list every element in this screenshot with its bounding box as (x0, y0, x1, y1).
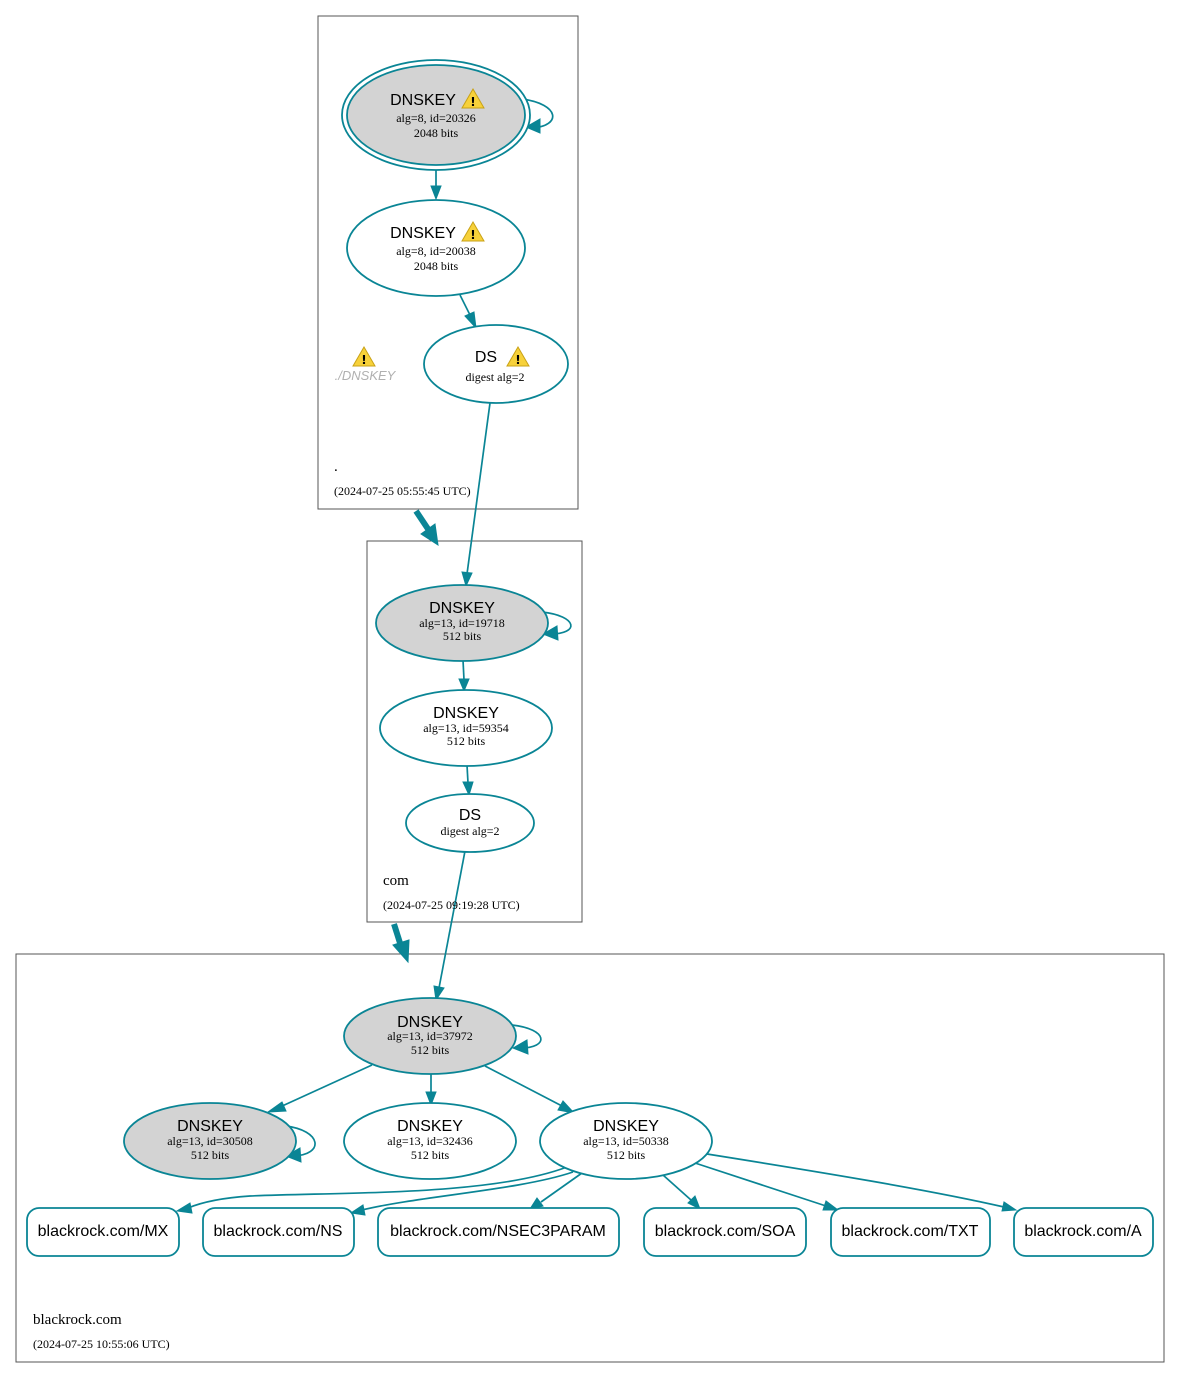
com-dnskey-ksk-node[interactable]: DNSKEY alg=13, id=19718 512 bits (375, 584, 549, 662)
node-title: DNSKEY (433, 705, 499, 722)
node-bits: 512 bits (411, 1043, 450, 1057)
node-alg: alg=13, id=32436 (387, 1134, 473, 1148)
node-bits: 512 bits (447, 734, 486, 748)
edge-com-ksk-self (541, 611, 572, 641)
node-alg: alg=13, id=37972 (387, 1029, 473, 1043)
edge-com-ds-to-blackrock-ksk (433, 850, 466, 1002)
rrset-label: blackrock.com/NSEC3PARAM (390, 1223, 606, 1240)
rrset-ns-node[interactable]: blackrock.com/NS (202, 1207, 355, 1257)
root-dnskey-zsk-node[interactable]: DNSKEY alg=8, id=20038 2048 bits (346, 199, 526, 297)
node-alg: alg=13, id=50338 (583, 1134, 669, 1148)
zone-com-timestamp: (2024-07-25 09:19:28 UTC) (383, 898, 520, 912)
edge-root-ds-to-com-ksk (461, 402, 491, 588)
node-bits: 2048 bits (414, 259, 459, 273)
edge-50338-to-nsec3param (528, 1172, 583, 1210)
node-bits: 512 bits (191, 1148, 230, 1162)
rrset-label: blackrock.com/A (1024, 1223, 1142, 1240)
node-bits: 512 bits (607, 1148, 646, 1162)
edge-root-ksk-to-zsk (430, 168, 442, 201)
rrset-soa-node[interactable]: blackrock.com/SOA (643, 1207, 807, 1257)
node-title: DS (475, 349, 497, 366)
zone-blackrock-timestamp: (2024-07-25 10:55:06 UTC) (33, 1337, 170, 1351)
node-digest: digest alg=2 (440, 824, 499, 838)
blackrock-dnskey-30508-node[interactable]: DNSKEY alg=13, id=30508 512 bits (123, 1102, 297, 1180)
node-bits: 2048 bits (414, 126, 459, 140)
zone-root-timestamp: (2024-07-25 05:55:45 UTC) (334, 484, 471, 498)
rrset-mx-node[interactable]: blackrock.com/MX (26, 1207, 180, 1257)
zone-blackrock-box (15, 953, 1165, 1363)
edge-br-ksk-to-30508 (266, 1064, 373, 1113)
edge-50338-to-a (706, 1153, 1018, 1212)
edge-br-ksk-self (511, 1024, 542, 1055)
edge-br-ksk-to-32436 (425, 1074, 437, 1107)
node-digest: digest alg=2 (465, 370, 524, 384)
blackrock-dnskey-ksk-node[interactable]: DNSKEY alg=13, id=37972 512 bits (343, 997, 517, 1075)
rrset-txt-node[interactable]: blackrock.com/TXT (830, 1207, 991, 1257)
com-ds-node[interactable]: DS digest alg=2 (405, 793, 535, 853)
node-alg: alg=13, id=30508 (167, 1134, 253, 1148)
node-title: DNSKEY (177, 1118, 243, 1135)
node-bits: 512 bits (411, 1148, 450, 1162)
rrset-label: blackrock.com/SOA (655, 1223, 796, 1240)
zone-com-box (366, 540, 583, 923)
node-title: DNSKEY (397, 1118, 463, 1135)
node-title: DNSKEY (390, 225, 456, 242)
rrset-nsec3param-node[interactable]: blackrock.com/NSEC3PARAM (377, 1207, 620, 1257)
zone-root-box (317, 15, 579, 510)
node-alg: alg=8, id=20326 (396, 111, 476, 125)
edge-br-ksk-to-50338 (484, 1065, 576, 1114)
rrset-label: blackrock.com/MX (38, 1223, 169, 1240)
warning-icon (352, 346, 376, 368)
edge-50338-to-soa (662, 1174, 701, 1211)
node-alg: alg=8, id=20038 (396, 244, 476, 258)
edge-50338-to-txt (694, 1162, 840, 1211)
com-dnskey-zsk-node[interactable]: DNSKEY alg=13, id=59354 512 bits (379, 689, 553, 767)
rrset-label: blackrock.com/NS (214, 1223, 343, 1240)
blackrock-dnskey-32436-node[interactable]: DNSKEY alg=13, id=32436 512 bits (343, 1102, 517, 1180)
missing-dnskey-label: ./DNSKEY (335, 368, 397, 383)
edge-50338-to-mx (175, 1166, 568, 1214)
root-dnskey-ksk-node[interactable]: DNSKEY alg=8, id=20326 2048 bits (341, 59, 531, 171)
edge-50338-to-ns (349, 1171, 574, 1216)
zone-blackrock-name: blackrock.com (33, 1312, 122, 1328)
rrset-a-node[interactable]: blackrock.com/A (1013, 1207, 1154, 1257)
node-alg: alg=13, id=59354 (423, 721, 509, 735)
edge-com-zsk-to-ds (462, 764, 474, 797)
root-ds-node[interactable]: DS digest alg=2 (423, 324, 569, 404)
root-missing-dnskey: ./DNSKEY (335, 346, 397, 383)
edge-root-ksk-self (521, 98, 554, 134)
rrset-label: blackrock.com/TXT (842, 1223, 979, 1240)
node-title: DNSKEY (429, 600, 495, 617)
node-title: DNSKEY (397, 1014, 463, 1031)
node-alg: alg=13, id=19718 (419, 616, 505, 630)
node-title: DNSKEY (390, 92, 456, 109)
node-title: DS (459, 807, 481, 824)
delegation-arrow-com-to-blackrock (391, 923, 410, 964)
zone-root-name: . (334, 459, 338, 475)
zone-com-name: com (383, 873, 409, 889)
node-bits: 512 bits (443, 629, 482, 643)
delegation-arrow-root-to-com (413, 509, 439, 547)
node-title: DNSKEY (593, 1118, 659, 1135)
edge-com-ksk-to-zsk (458, 659, 470, 693)
edge-root-zsk-to-ds (459, 294, 477, 330)
blackrock-dnskey-50338-node[interactable]: DNSKEY alg=13, id=50338 512 bits (539, 1102, 713, 1180)
